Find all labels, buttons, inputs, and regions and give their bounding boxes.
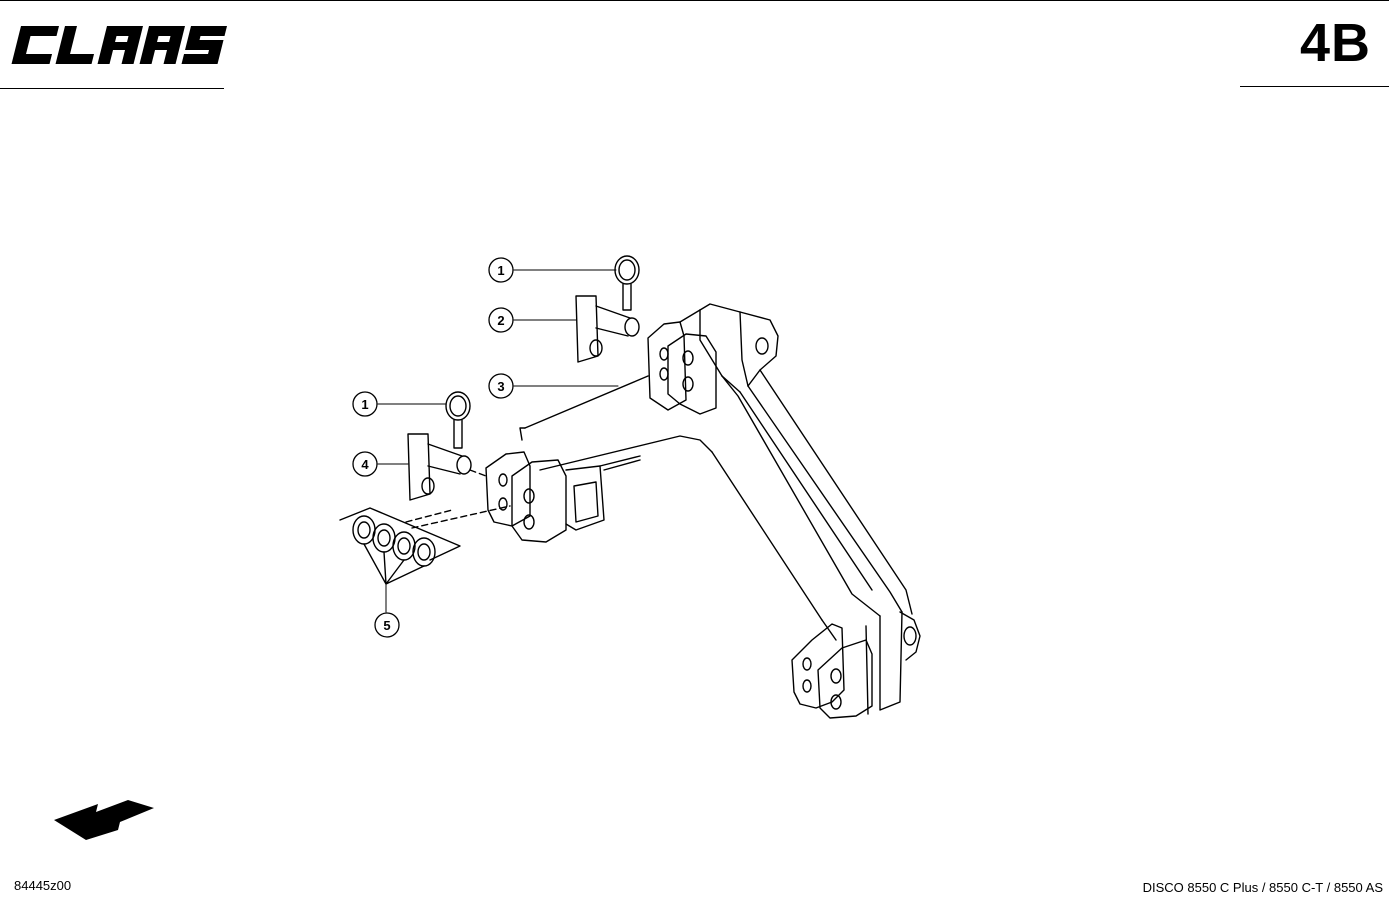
callout-5: 5 xyxy=(374,612,400,638)
model-label: DISCO 8550 C Plus / 8550 C-T / 8550 AS xyxy=(1142,880,1383,895)
callout-4: 4 xyxy=(352,451,378,477)
callout-1-lower: 1 xyxy=(352,391,378,417)
lower-pin-assembly xyxy=(407,391,487,501)
callout-3: 3 xyxy=(488,373,514,399)
callout-1-lower-label: 1 xyxy=(361,397,368,412)
claas-logo xyxy=(8,22,230,73)
logo-underline xyxy=(0,88,224,89)
callout-5-label: 5 xyxy=(383,618,390,633)
page-number-underline xyxy=(1240,86,1389,87)
callout-3-label: 3 xyxy=(497,379,504,394)
top-border-line xyxy=(0,0,1389,1)
callout-markers: 1 2 3 1 4 5 xyxy=(352,257,514,638)
leader-lines xyxy=(377,269,619,613)
callout-1-upper: 1 xyxy=(488,257,514,283)
callout-1-upper-label: 1 xyxy=(497,263,504,278)
callout-4-label: 4 xyxy=(361,457,369,472)
page-number: 4B xyxy=(1299,13,1371,73)
washers-part-5 xyxy=(339,505,511,585)
claas-logo-graphic xyxy=(11,26,228,64)
callout-2: 2 xyxy=(488,307,514,333)
frame-part-3 xyxy=(485,303,921,719)
travel-direction-arrow-icon xyxy=(52,796,156,849)
drawing-code: 84445z00 xyxy=(14,878,72,893)
callout-2-label: 2 xyxy=(497,313,504,328)
upper-pin-assembly xyxy=(575,255,640,363)
